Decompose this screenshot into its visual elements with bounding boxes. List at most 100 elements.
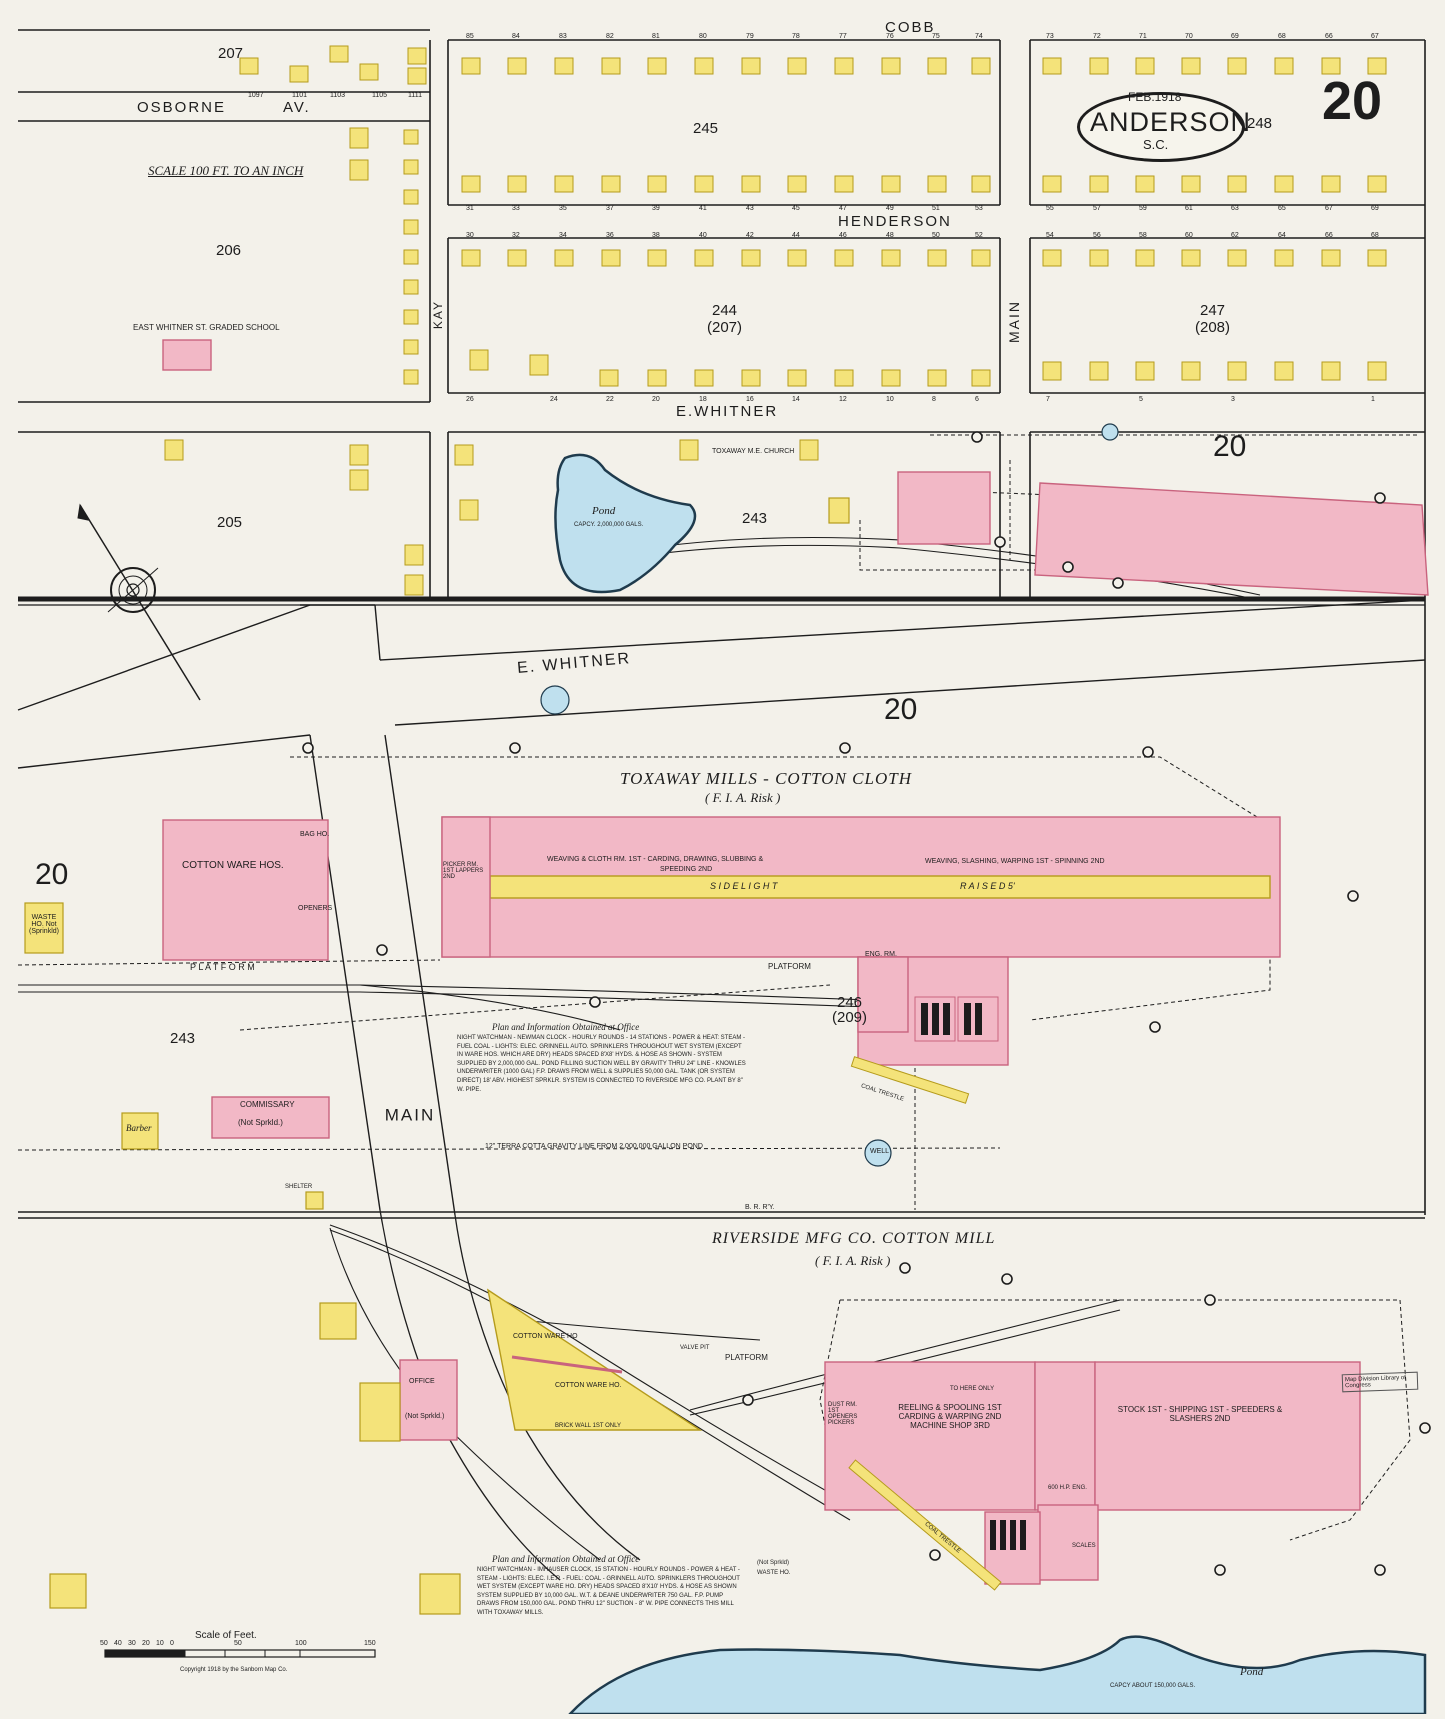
hydrant-icon bbox=[509, 742, 521, 754]
top-church-mill bbox=[897, 471, 991, 545]
hydrant-icon bbox=[742, 1394, 754, 1406]
hydrant-icon bbox=[1419, 1422, 1431, 1434]
top-right-mill bbox=[1034, 482, 1429, 596]
dwelling bbox=[403, 279, 419, 295]
street-cobb: COBB bbox=[885, 19, 936, 36]
label-office: OFFICE bbox=[409, 1378, 435, 1385]
dwelling bbox=[1321, 361, 1341, 381]
address-number: 55 bbox=[1046, 205, 1054, 212]
dwelling bbox=[1042, 57, 1062, 75]
dwelling bbox=[239, 57, 259, 75]
well-circles bbox=[540, 423, 1119, 1167]
riverside-engine bbox=[1037, 1504, 1099, 1581]
address-number: 51 bbox=[932, 205, 940, 212]
label-raised: R A I S E D 5' bbox=[960, 881, 1015, 891]
street-osborne-av: AV. bbox=[283, 99, 311, 116]
address-number: 8 bbox=[932, 396, 936, 403]
label-eng-rm: ENG. RM. bbox=[865, 951, 897, 958]
address-number: 44 bbox=[792, 232, 800, 239]
address-number: 62 bbox=[1231, 232, 1239, 239]
dwelling bbox=[971, 369, 991, 387]
address-number: 10 bbox=[886, 396, 894, 403]
label-waste-ho2: WASTE HO. bbox=[757, 1570, 791, 1576]
block-206: 206 bbox=[216, 242, 242, 259]
dwelling bbox=[359, 63, 379, 81]
toxaway-risk: ( F. I. A. Risk ) bbox=[705, 790, 781, 805]
dwelling bbox=[1321, 57, 1341, 75]
dwelling bbox=[1274, 175, 1294, 193]
address-number: 79 bbox=[746, 33, 754, 40]
dwelling bbox=[289, 65, 309, 83]
label-dust-rm: DUST RM. 1ST OPENERS PICKERS bbox=[828, 1402, 858, 1426]
label-stock: STOCK 1ST - SHIPPING 1ST - SPEEDERS & SL… bbox=[1117, 1405, 1283, 1423]
dwelling bbox=[554, 175, 574, 193]
address-number: 1097 bbox=[248, 92, 264, 99]
label-school: EAST WHITNER ST. GRADED SCHOOL bbox=[133, 323, 280, 332]
street-main-top: MAIN bbox=[1006, 300, 1022, 343]
address-number: 37 bbox=[606, 205, 614, 212]
dwelling bbox=[1321, 175, 1341, 193]
library-stamp: Map Division Library of Congress bbox=[1341, 1371, 1419, 1393]
dwelling bbox=[741, 57, 761, 75]
dwelling bbox=[971, 249, 991, 267]
label-rr: B. R. R'Y. bbox=[745, 1204, 775, 1211]
block-244-sub: (207) bbox=[707, 319, 743, 336]
street-main-mid: MAIN bbox=[384, 1105, 436, 1125]
dwelling bbox=[1274, 249, 1294, 267]
dwelling bbox=[461, 175, 481, 193]
label-brick-wall: BRICK WALL 1ST ONLY bbox=[555, 1423, 622, 1429]
label-shelter: SHELTER bbox=[285, 1184, 313, 1190]
dwelling bbox=[1274, 57, 1294, 75]
dwelling bbox=[1367, 361, 1387, 381]
hydrant-icon bbox=[971, 431, 983, 443]
address-number: 82 bbox=[606, 33, 614, 40]
address-number: 69 bbox=[1371, 205, 1379, 212]
hydrant-icon bbox=[1347, 890, 1359, 902]
dwelling bbox=[461, 249, 481, 267]
street-kay: KAY bbox=[431, 300, 445, 330]
dwelling bbox=[601, 57, 621, 75]
block-246-sub: (209) bbox=[832, 1009, 868, 1026]
dwelling bbox=[407, 67, 427, 85]
dwelling bbox=[1089, 57, 1109, 75]
street-osborne: OSBORNE bbox=[137, 99, 227, 116]
dwelling bbox=[927, 369, 947, 387]
dwelling bbox=[349, 127, 369, 149]
sheet-date: FEB.1918 bbox=[1128, 90, 1182, 104]
frame-outbuildings bbox=[24, 497, 850, 1615]
label-to-here: TO HERE ONLY bbox=[950, 1386, 995, 1392]
address-number: 38 bbox=[652, 232, 660, 239]
dwelling bbox=[403, 159, 419, 175]
plan-top-heading: Plan and Information Obtained at Office bbox=[492, 1022, 640, 1032]
address-number: 22 bbox=[606, 396, 614, 403]
dwelling bbox=[507, 175, 527, 193]
address-number: 72 bbox=[1093, 33, 1101, 40]
address-number: 33 bbox=[512, 205, 520, 212]
dwelling bbox=[647, 369, 667, 387]
pond-top bbox=[554, 453, 697, 594]
dwelling bbox=[469, 349, 489, 371]
dwelling bbox=[403, 309, 419, 325]
address-number: 52 bbox=[975, 232, 983, 239]
hydrant-icon bbox=[1112, 577, 1124, 589]
address-number: 71 bbox=[1139, 33, 1147, 40]
address-number: 46 bbox=[839, 232, 847, 239]
label-platform1: P L A T F O R M bbox=[190, 962, 255, 972]
toxaway-weaving-right: WEAVING, SLASHING, WARPING 1ST - SPINNIN… bbox=[925, 858, 1105, 865]
label-pond-bottom-cap: CAPCY ABOUT 150,000 GALS. bbox=[1110, 1683, 1196, 1689]
dwelling bbox=[454, 444, 474, 466]
dwelling bbox=[349, 469, 369, 491]
dwelling bbox=[404, 574, 424, 596]
label-cotton-ware-ho2: COTTON WARE HO. bbox=[555, 1382, 622, 1389]
dwelling bbox=[403, 129, 419, 145]
address-number: 48 bbox=[886, 232, 894, 239]
side-light-raised bbox=[489, 875, 1271, 899]
dwelling bbox=[1181, 361, 1201, 381]
riverside-notes: NIGHT WATCHMAN - IMHAUSER CLOCK, 15 STAT… bbox=[477, 1567, 740, 1616]
address-number: 64 bbox=[1278, 232, 1286, 239]
address-number: 68 bbox=[1371, 232, 1379, 239]
dwelling bbox=[834, 175, 854, 193]
address-number: 39 bbox=[652, 205, 660, 212]
address-number: 1103 bbox=[330, 92, 346, 99]
